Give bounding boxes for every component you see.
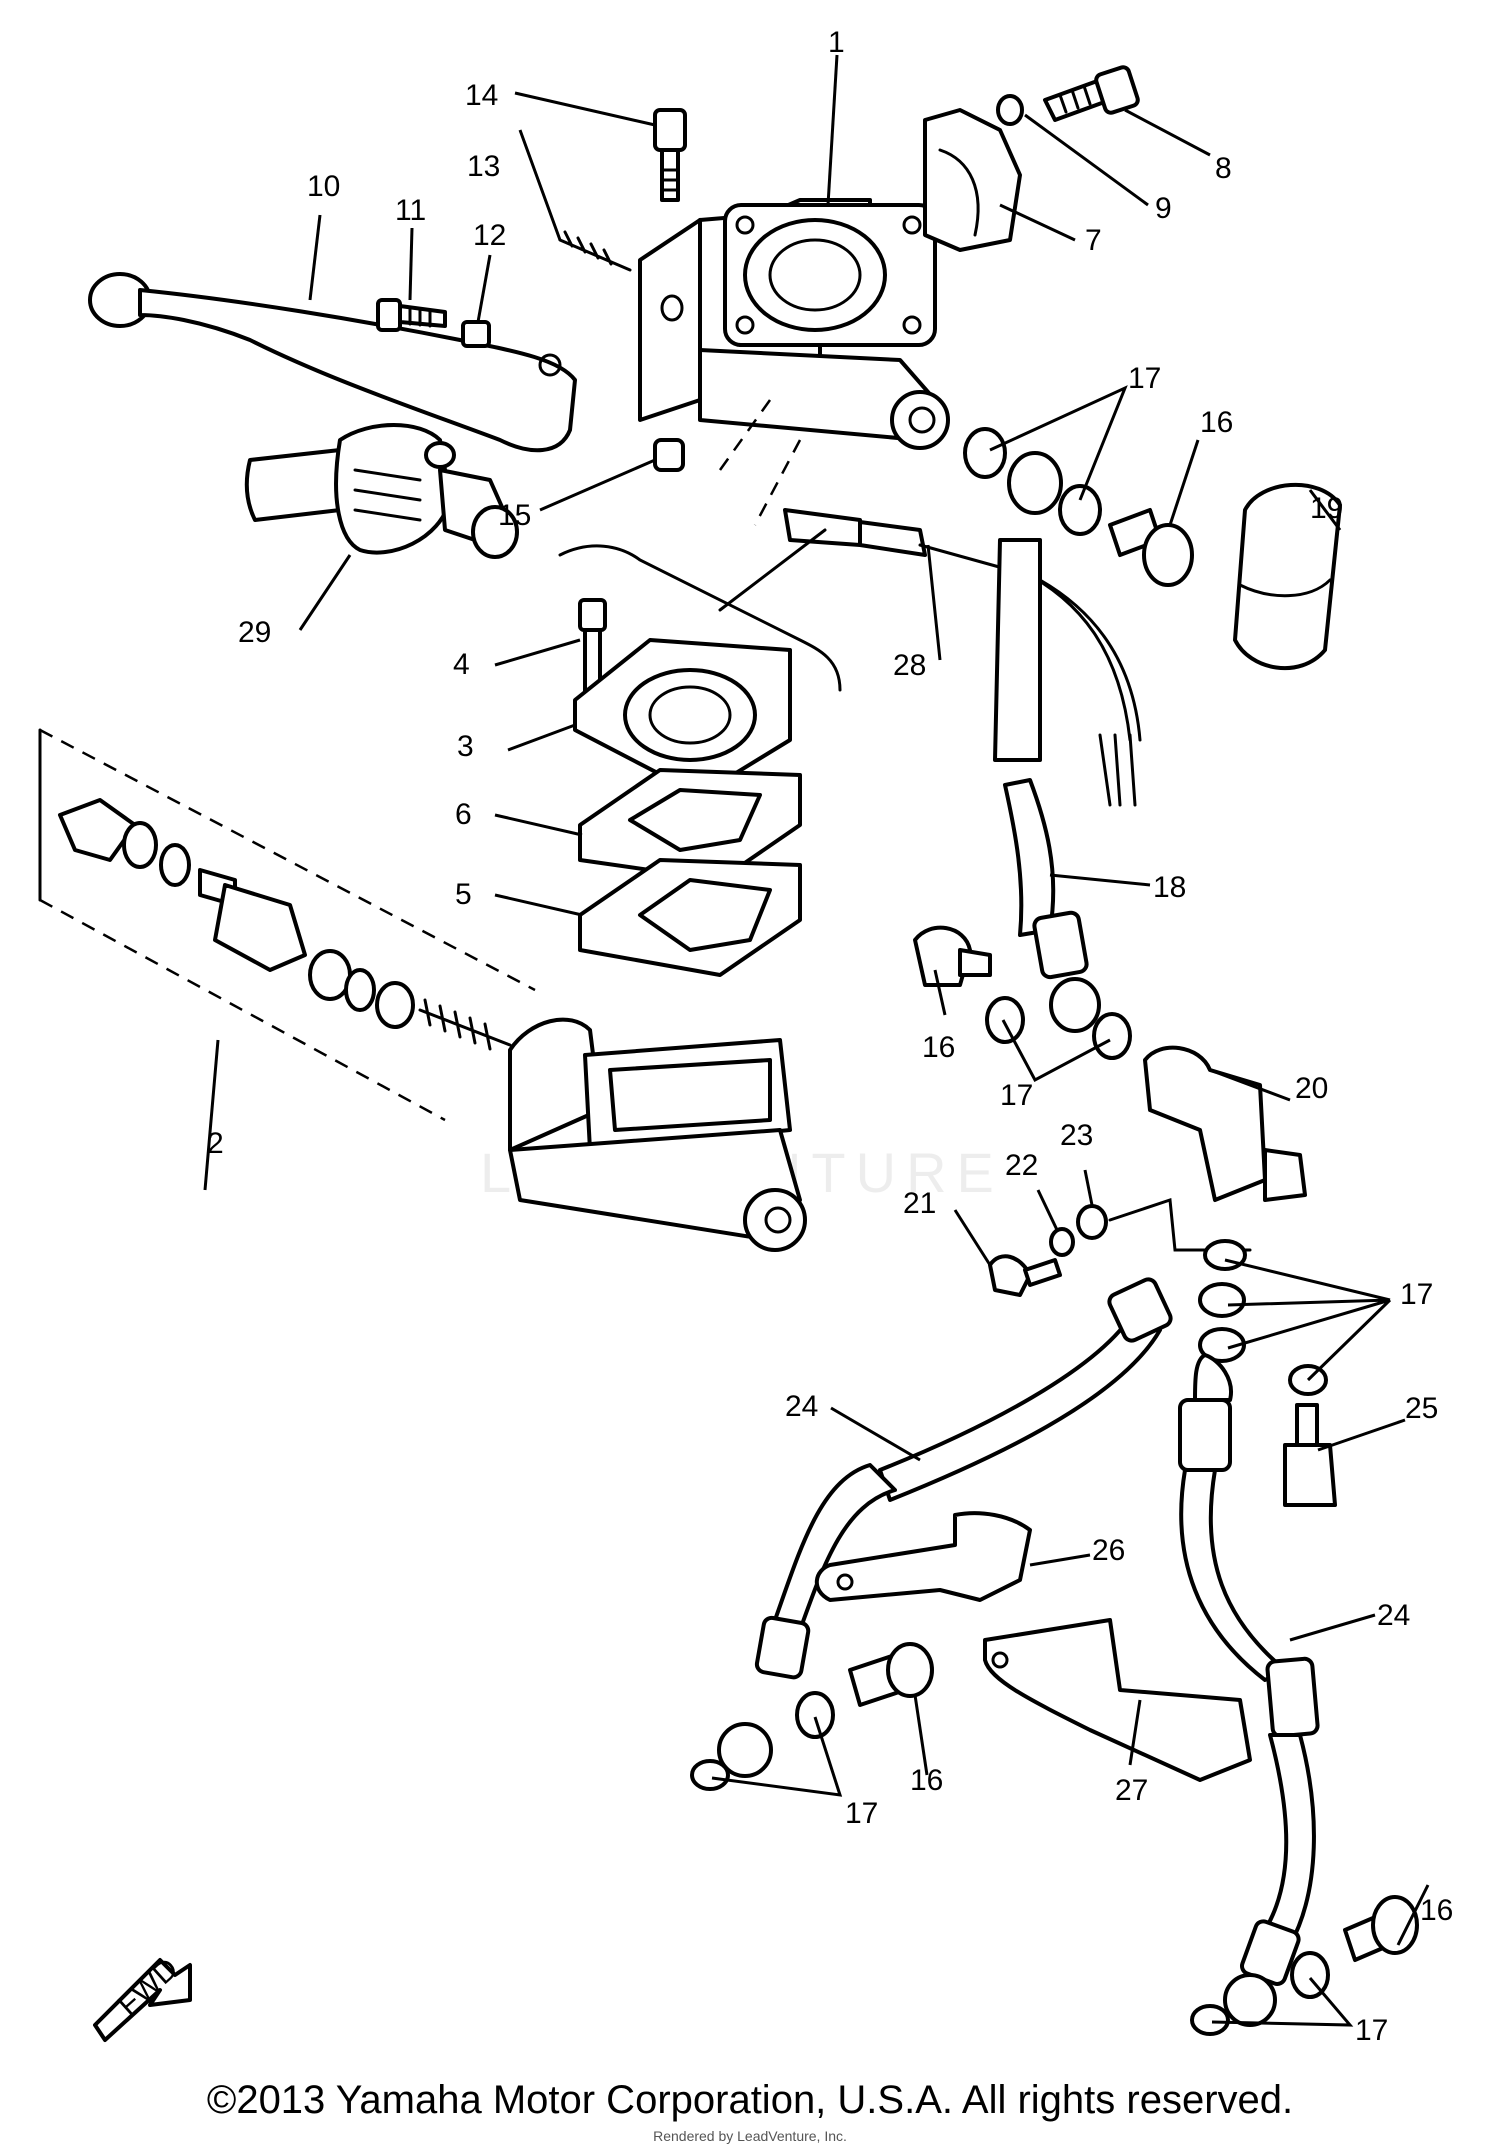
copyright-notice: ©2013 Yamaha Motor Corporation, U.S.A. A… (206, 2078, 1294, 2122)
reservoir-cap (573, 638, 792, 797)
callout-1: 1 (828, 26, 845, 59)
brake-lever (88, 272, 577, 453)
callout-28: 28 (893, 649, 926, 682)
master-cylinder-body (508, 1017, 807, 1252)
adjust-screw (558, 230, 632, 272)
callout-17-lower-right: 17 (1355, 2014, 1388, 2047)
callout-17-lower-left: 17 (845, 1797, 878, 1830)
brake-light-switch (244, 423, 519, 559)
callout-13: 13 (467, 150, 500, 183)
callout-6: 6 (455, 798, 472, 831)
callout-8: 8 (1215, 152, 1232, 185)
master-cylinder-assembly (638, 198, 950, 450)
callout-12: 12 (473, 219, 506, 252)
callout-20: 20 (1295, 1072, 1328, 1105)
mount-bolt (653, 108, 687, 202)
switch-rod (783, 508, 1142, 807)
callout-14: 14 (465, 79, 498, 112)
lever-nut (461, 320, 491, 348)
callout-26: 26 (1092, 1534, 1125, 1567)
washer-17-top-b (1058, 484, 1102, 536)
washer-17-top-a (963, 427, 1007, 479)
callout-15: 15 (498, 499, 531, 532)
handlebar-clamp (923, 108, 1022, 252)
washer-17-mid-a (985, 996, 1025, 1044)
callout-23: 23 (1060, 1119, 1093, 1152)
callout-17-top: 17 (1128, 362, 1161, 395)
washer-17-mid-b (1092, 1012, 1132, 1060)
callout-16-lower-right: 16 (1420, 1894, 1453, 1927)
forward-arrow: FWD (93, 1952, 192, 2042)
callout-3: 3 (457, 730, 474, 763)
callout-18: 18 (1153, 871, 1186, 904)
callout-27: 27 (1115, 1774, 1148, 1807)
assembly-dashes (718, 399, 802, 526)
joint-bolt (988, 1254, 1062, 1297)
callout-16-top: 16 (1200, 406, 1233, 439)
callout-16-mid: 16 (922, 1031, 955, 1064)
union-bolt (1283, 1403, 1337, 1507)
callout-21: 21 (903, 1187, 936, 1220)
callout-22: 22 (1005, 1149, 1038, 1182)
callout-17-joint: 17 (1400, 1278, 1433, 1311)
callout-24-right: 24 (1377, 1599, 1410, 1632)
callout-7: 7 (1085, 224, 1102, 257)
banjo-bolt-lower-right (1343, 1895, 1419, 1962)
callout-16-lower-left: 16 (910, 1764, 943, 1797)
brake-hose-left (690, 1277, 1173, 1791)
assembly-line (718, 528, 827, 612)
callout-9: 9 (1155, 192, 1172, 225)
piston-group-bracket (39, 728, 536, 1122)
joint-washer-22 (1049, 1227, 1075, 1257)
diaphragm (578, 858, 802, 977)
washer-17-joint-b (1198, 1282, 1246, 1318)
callout-24-left: 24 (785, 1390, 818, 1423)
callout-numbers: 1 2 3 4 5 6 7 8 9 10 11 12 13 14 15 16 1… (207, 26, 1453, 2047)
hose-joint (1143, 1045, 1307, 1202)
brake-hose-upper (993, 451, 1101, 1033)
banjo-bolt-lower-left (848, 1642, 934, 1707)
piston-kit (58, 798, 512, 1051)
callout-17-mid: 17 (1000, 1079, 1033, 1112)
callout-5: 5 (455, 878, 472, 911)
callout-29: 29 (238, 616, 271, 649)
callout-10: 10 (307, 170, 340, 203)
callout-11: 11 (395, 194, 426, 227)
clamp-bolt (1043, 65, 1140, 122)
hose-clamp-26 (814, 1511, 1032, 1602)
banjo-bolt-top (1108, 508, 1194, 587)
banjo-bolt-mid (913, 925, 992, 987)
group-outline (558, 544, 842, 692)
callout-4: 4 (453, 648, 470, 681)
joint-washer-23 (1076, 1204, 1108, 1240)
callout-19: 19 (1310, 492, 1343, 525)
rendered-by-credit: Rendered by LeadVenture, Inc. (653, 2128, 847, 2144)
hose-holder-27 (983, 1618, 1252, 1782)
callout-2: 2 (207, 1127, 224, 1160)
brake-hose-right (1178, 1353, 1330, 2036)
leader-lines (203, 54, 1430, 2027)
clamp-washer (996, 94, 1024, 126)
callout-25: 25 (1405, 1392, 1438, 1425)
bushing (653, 438, 685, 472)
washer-17-joint-c (1198, 1327, 1246, 1363)
hose-cap (1233, 483, 1342, 671)
diaphragm-plate (578, 768, 802, 882)
lever-bolt (376, 298, 447, 332)
